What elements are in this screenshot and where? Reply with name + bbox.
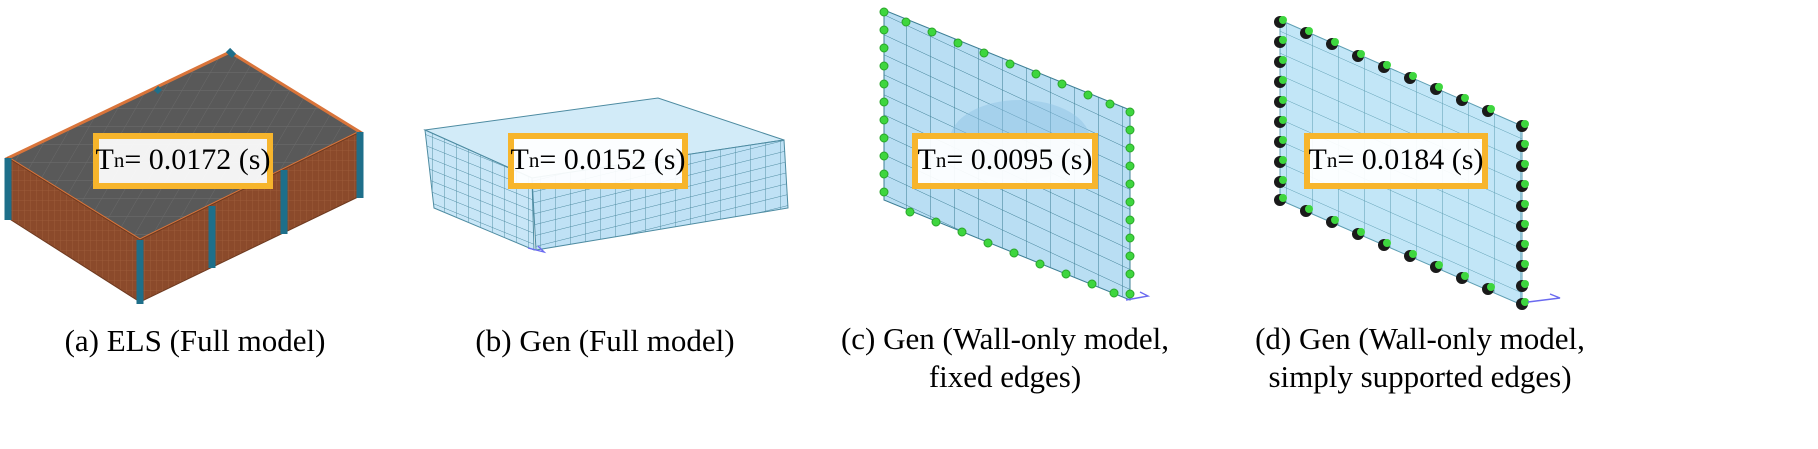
simple-support-nodes (1274, 16, 1529, 310)
period-symbol: T (1308, 143, 1327, 176)
caption-c: (c) Gen (Wall-only model, fixed edges) (820, 320, 1190, 396)
period-value: = 0.0095 (s) (946, 143, 1093, 176)
period-subscript: n (1326, 147, 1338, 172)
caption-a: (a) ELS (Full model) (45, 322, 345, 360)
period-value: = 0.0184 (s) (1337, 143, 1484, 176)
els-model-figure (4, 47, 364, 304)
period-symbol: T (917, 143, 936, 176)
period-symbol: T (510, 143, 529, 176)
caption-d: (d) Gen (Wall-only model, simply support… (1240, 320, 1600, 396)
caption-line1: (a) ELS (Full model) (64, 323, 326, 358)
gen-full-model-figure (423, 97, 789, 254)
els-columns (4, 132, 364, 304)
period-value: = 0.0152 (s) (539, 143, 686, 176)
period-subscript: n (528, 147, 540, 172)
caption-line1: (d) Gen (Wall-only model, (1255, 321, 1585, 356)
period-symbol: T (95, 143, 114, 176)
gen-model-front (531, 139, 789, 251)
period-subscript: n (935, 147, 947, 172)
caption-line1: (b) Gen (Full model) (475, 323, 735, 358)
caption-line2: fixed edges) (928, 359, 1082, 394)
period-subscript: n (113, 147, 125, 172)
caption-b: (b) Gen (Full model) (450, 322, 760, 360)
fixed-support-nodes (879, 7, 1135, 299)
period-value: = 0.0172 (s) (124, 143, 271, 176)
caption-line1: (c) Gen (Wall-only model, (840, 321, 1170, 356)
caption-line2: simply supported edges) (1268, 359, 1572, 394)
